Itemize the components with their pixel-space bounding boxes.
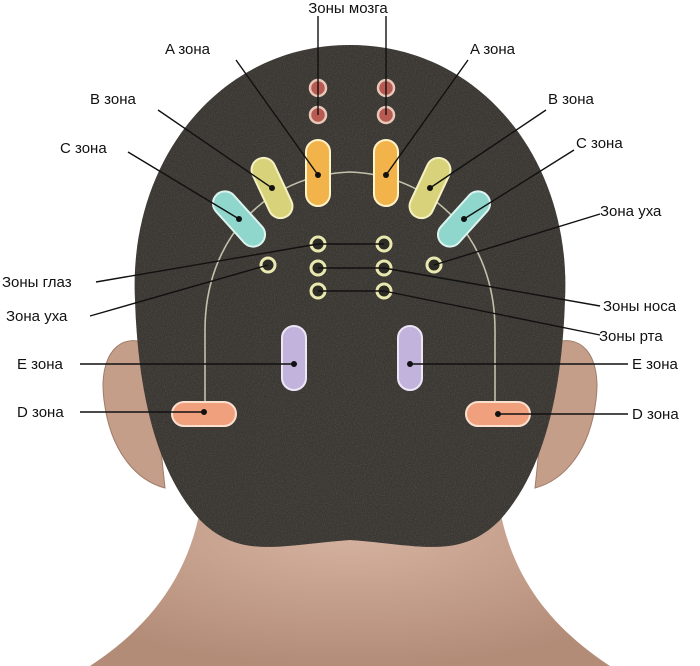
label-c-zone-left: C зона [60,140,107,157]
label-a-zone-right: A зона [470,41,516,58]
label-e-zone-left: E зона [17,356,64,373]
label-b-zone-left: B зона [90,91,137,108]
label-eye-zones: Зоны глаз [2,274,72,291]
label-d-zone-right: D зона [632,406,679,423]
label-brain-zones: Зоны мозга [308,0,388,17]
label-nose-zones: Зоны носа [603,298,677,315]
e-zone-right [397,325,423,391]
hair [134,45,566,547]
label-e-zone-right: E зона [632,356,679,373]
label-a-zone-left: A зона [165,41,211,58]
guide-arc [204,171,496,410]
label-d-zone-left: D зона [17,404,64,421]
e-zone-left [281,325,307,391]
leader-lines [80,16,628,415]
label-ear-zone-right: Зона уха [600,203,662,220]
label-c-zone-right: C зона [576,135,623,152]
labels: Зоны мозга A зона A зона B зона B зона C… [2,0,679,423]
label-b-zone-right: B зона [548,91,595,108]
label-mouth-zones: Зоны рта [599,328,663,345]
label-ear-zone-left: Зона уха [6,308,68,325]
leader-dots [201,172,501,417]
